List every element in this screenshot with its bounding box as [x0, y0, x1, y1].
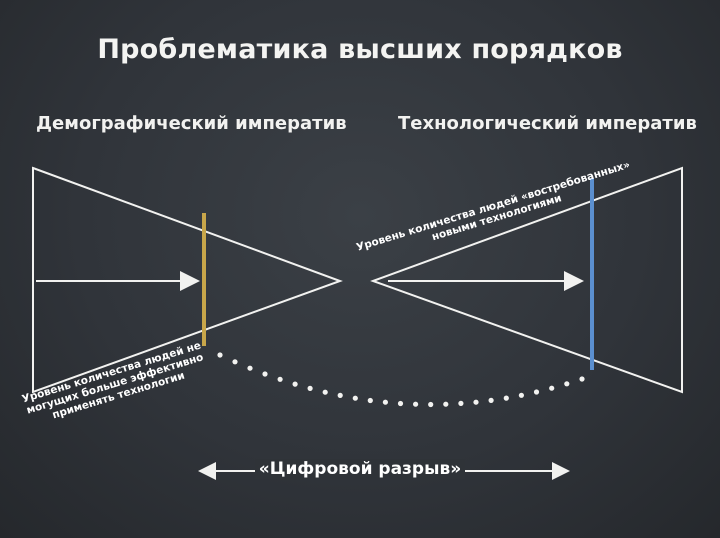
gap-arrowhead-right	[552, 462, 570, 480]
gap-dot	[337, 392, 343, 398]
gap-dot	[503, 395, 509, 401]
gap-dot	[473, 399, 479, 405]
gap-dot	[488, 397, 494, 403]
digital-gap-label: «Цифровой разрыв»	[0, 459, 720, 479]
gap-dot	[458, 400, 464, 406]
gap-dot	[217, 352, 223, 358]
page-title: Проблематика высших порядков	[97, 34, 623, 65]
technological-imperative-heading: Технологический императив	[398, 113, 697, 134]
gap-dot	[564, 381, 570, 387]
gap-dot	[443, 401, 449, 407]
gap-dot	[428, 401, 434, 408]
digital-gap-text: «Цифровой разрыв»	[254, 459, 466, 479]
gap-dot	[292, 381, 298, 387]
gap-dot	[579, 376, 585, 382]
gap-dot	[322, 389, 328, 395]
gap-dot	[413, 401, 419, 407]
right-arrowhead	[564, 271, 584, 291]
right-triangle	[370, 166, 683, 394]
gap-dot	[397, 400, 404, 407]
gap-dot	[352, 395, 358, 401]
gap-dot	[533, 389, 540, 395]
left-arrowhead	[180, 271, 200, 291]
gap-arrowhead-left	[198, 462, 216, 480]
demographic-imperative-heading: Демографический императив	[36, 113, 347, 134]
gap-dot	[367, 397, 373, 404]
gap-dot	[518, 392, 525, 398]
left-triangle	[32, 166, 343, 394]
gap-dot	[277, 376, 283, 382]
gap-dot	[232, 359, 238, 365]
digital-gap-dotted-arc	[217, 352, 585, 408]
gap-dot	[247, 365, 253, 371]
gap-dot	[307, 385, 313, 391]
gap-dot	[262, 371, 268, 377]
gap-dot	[549, 385, 555, 391]
gap-dot	[382, 399, 388, 405]
